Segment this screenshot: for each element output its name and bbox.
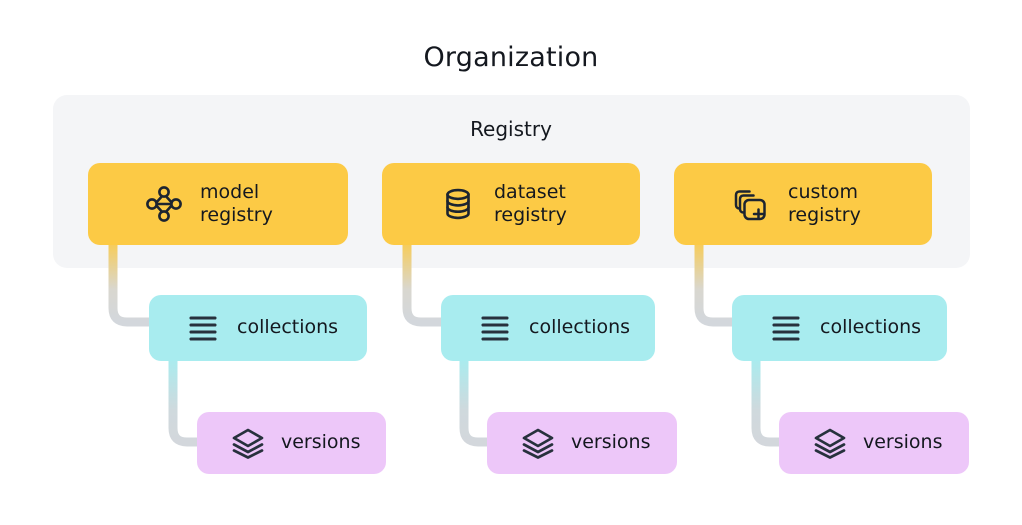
collections-label-1: collections — [237, 316, 339, 339]
collections-box-1[interactable]: collections — [149, 295, 367, 361]
versions-label-2: versions — [571, 431, 651, 454]
stacked-layers-icon — [813, 426, 847, 460]
stacked-squares-plus-icon — [730, 183, 772, 225]
versions-box-3[interactable]: versions — [779, 412, 969, 474]
list-lines-icon — [479, 312, 511, 344]
network-nodes-icon — [144, 184, 184, 224]
database-cylinder-icon — [438, 184, 478, 224]
collections-label-2: collections — [529, 316, 631, 339]
collections-box-2[interactable]: collections — [441, 295, 655, 361]
organization-title: Organization — [423, 42, 599, 73]
versions-label-3: versions — [863, 431, 943, 454]
versions-box-2[interactable]: versions — [487, 412, 677, 474]
stacked-layers-icon — [231, 426, 265, 460]
custom-registry-box[interactable]: custom registry — [674, 163, 932, 245]
custom-registry-label: custom registry — [788, 180, 861, 226]
collections-box-3[interactable]: collections — [732, 295, 947, 361]
dataset-registry-box[interactable]: dataset registry — [382, 163, 640, 245]
model-registry-label: model registry — [200, 180, 273, 226]
list-lines-icon — [770, 312, 802, 344]
versions-label-1: versions — [281, 431, 361, 454]
model-registry-box[interactable]: model registry — [88, 163, 348, 245]
list-lines-icon — [187, 312, 219, 344]
stacked-layers-icon — [521, 426, 555, 460]
collections-label-3: collections — [820, 316, 922, 339]
dataset-registry-label: dataset registry — [494, 180, 567, 226]
registry-title: Registry — [470, 117, 552, 141]
versions-box-1[interactable]: versions — [197, 412, 386, 474]
